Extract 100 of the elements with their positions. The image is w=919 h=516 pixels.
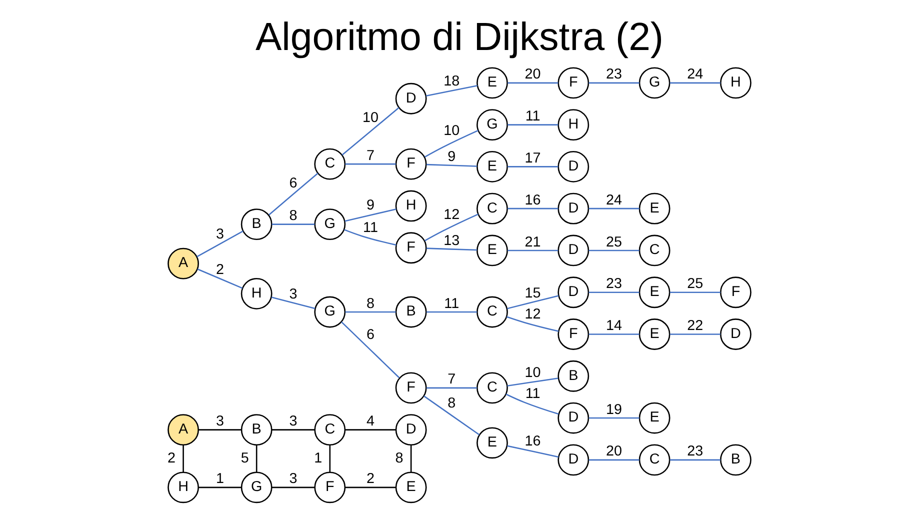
node-circle: E [395, 472, 427, 504]
node-circle: C [314, 148, 346, 180]
edge-label: 7 [366, 148, 374, 164]
edge-label: 24 [687, 66, 704, 83]
node-circle: D [395, 82, 427, 114]
node-circle: H [240, 278, 272, 310]
connector [198, 429, 242, 430]
diagram-title: Algoritmo di Dijkstra (2) [255, 15, 664, 60]
connector [424, 214, 478, 242]
connector [508, 124, 558, 126]
node-circle: G [240, 472, 272, 504]
node-circle: H [558, 109, 590, 141]
connector [508, 82, 558, 84]
edge-label: 16 [524, 433, 541, 450]
node-circle: D [720, 318, 752, 350]
node-circle: E [638, 192, 670, 224]
node-circle: C [476, 296, 508, 328]
connector [588, 334, 640, 335]
connector [329, 445, 331, 472]
connector [507, 378, 558, 387]
edge-label: 21 [524, 234, 541, 250]
node-circle: D [558, 276, 590, 308]
edge-label: 17 [524, 150, 541, 167]
edge-label: 2 [216, 262, 224, 278]
edge-label: 3 [289, 471, 298, 488]
node-circle: G [314, 208, 346, 240]
node-circle: E [638, 318, 670, 350]
node-circle: B [240, 414, 272, 446]
connector [426, 311, 477, 313]
node-circle: B [395, 296, 427, 328]
edge-label: 5 [240, 450, 249, 466]
connector [271, 296, 316, 310]
connector [670, 334, 720, 335]
node-circle: E [638, 276, 670, 308]
connector [426, 248, 478, 251]
edge-label: 20 [606, 444, 622, 460]
edge-label: 12 [524, 306, 541, 322]
edge-label: 25 [687, 276, 704, 292]
edge-label: 2 [168, 450, 176, 466]
connector [196, 230, 244, 258]
edge-label: 1 [314, 450, 322, 466]
edge-label: 8 [366, 296, 374, 312]
edge-label: 8 [448, 395, 456, 412]
connector [342, 107, 400, 156]
connector [424, 396, 480, 436]
edge-label: 6 [366, 327, 374, 344]
node-circle: H [720, 67, 752, 99]
edge-label: 13 [444, 232, 460, 249]
edge-label: 11 [525, 108, 540, 125]
edge-label: 15 [524, 285, 541, 302]
node-circle: C [476, 192, 508, 224]
connector [426, 164, 478, 167]
node-circle: H [168, 472, 199, 504]
edge-label: 14 [606, 318, 622, 334]
connector [426, 387, 477, 389]
edge-label: 6 [289, 175, 298, 192]
node-circle: A [168, 414, 199, 446]
edge-label: 11 [525, 386, 540, 402]
connector [588, 292, 640, 294]
edge-label: 3 [289, 286, 298, 303]
node-circle: E [476, 150, 508, 182]
edge-label: 3 [289, 414, 298, 430]
connector [256, 445, 258, 472]
node-circle: G [476, 109, 508, 141]
node-circle: D [395, 414, 427, 446]
node-circle: B [558, 360, 590, 392]
edge-label: 10 [362, 110, 378, 126]
edge-label: 25 [606, 234, 622, 250]
node-circle: F [395, 232, 427, 264]
connector [588, 417, 640, 419]
edge-label: 12 [444, 206, 460, 223]
node-circle: F [558, 67, 590, 99]
edge-label: 20 [524, 66, 541, 83]
connector [197, 268, 243, 289]
node-circle: F [395, 148, 427, 180]
node-circle: F [558, 318, 590, 350]
node-circle: E [476, 427, 508, 459]
node-circle: C [638, 234, 670, 266]
edge-label: 9 [448, 149, 456, 166]
connector [426, 84, 478, 97]
edge-label: 3 [216, 226, 224, 242]
connector [345, 163, 396, 165]
connector [272, 429, 315, 430]
connector [272, 224, 315, 225]
node-circle: D [558, 150, 590, 182]
edge-label: 22 [687, 318, 704, 334]
connector [182, 445, 184, 472]
edge-label: 16 [524, 192, 541, 208]
connector [588, 250, 640, 252]
connector [410, 445, 412, 472]
connector [345, 311, 396, 313]
connector [670, 82, 720, 84]
connector [588, 459, 640, 461]
edge-label: 8 [395, 450, 404, 466]
node-circle: D [558, 234, 590, 266]
connector [345, 486, 396, 488]
node-circle: C [476, 372, 508, 404]
node-circle: F [395, 372, 427, 404]
connector [508, 250, 558, 252]
edge-label: 23 [687, 444, 704, 460]
